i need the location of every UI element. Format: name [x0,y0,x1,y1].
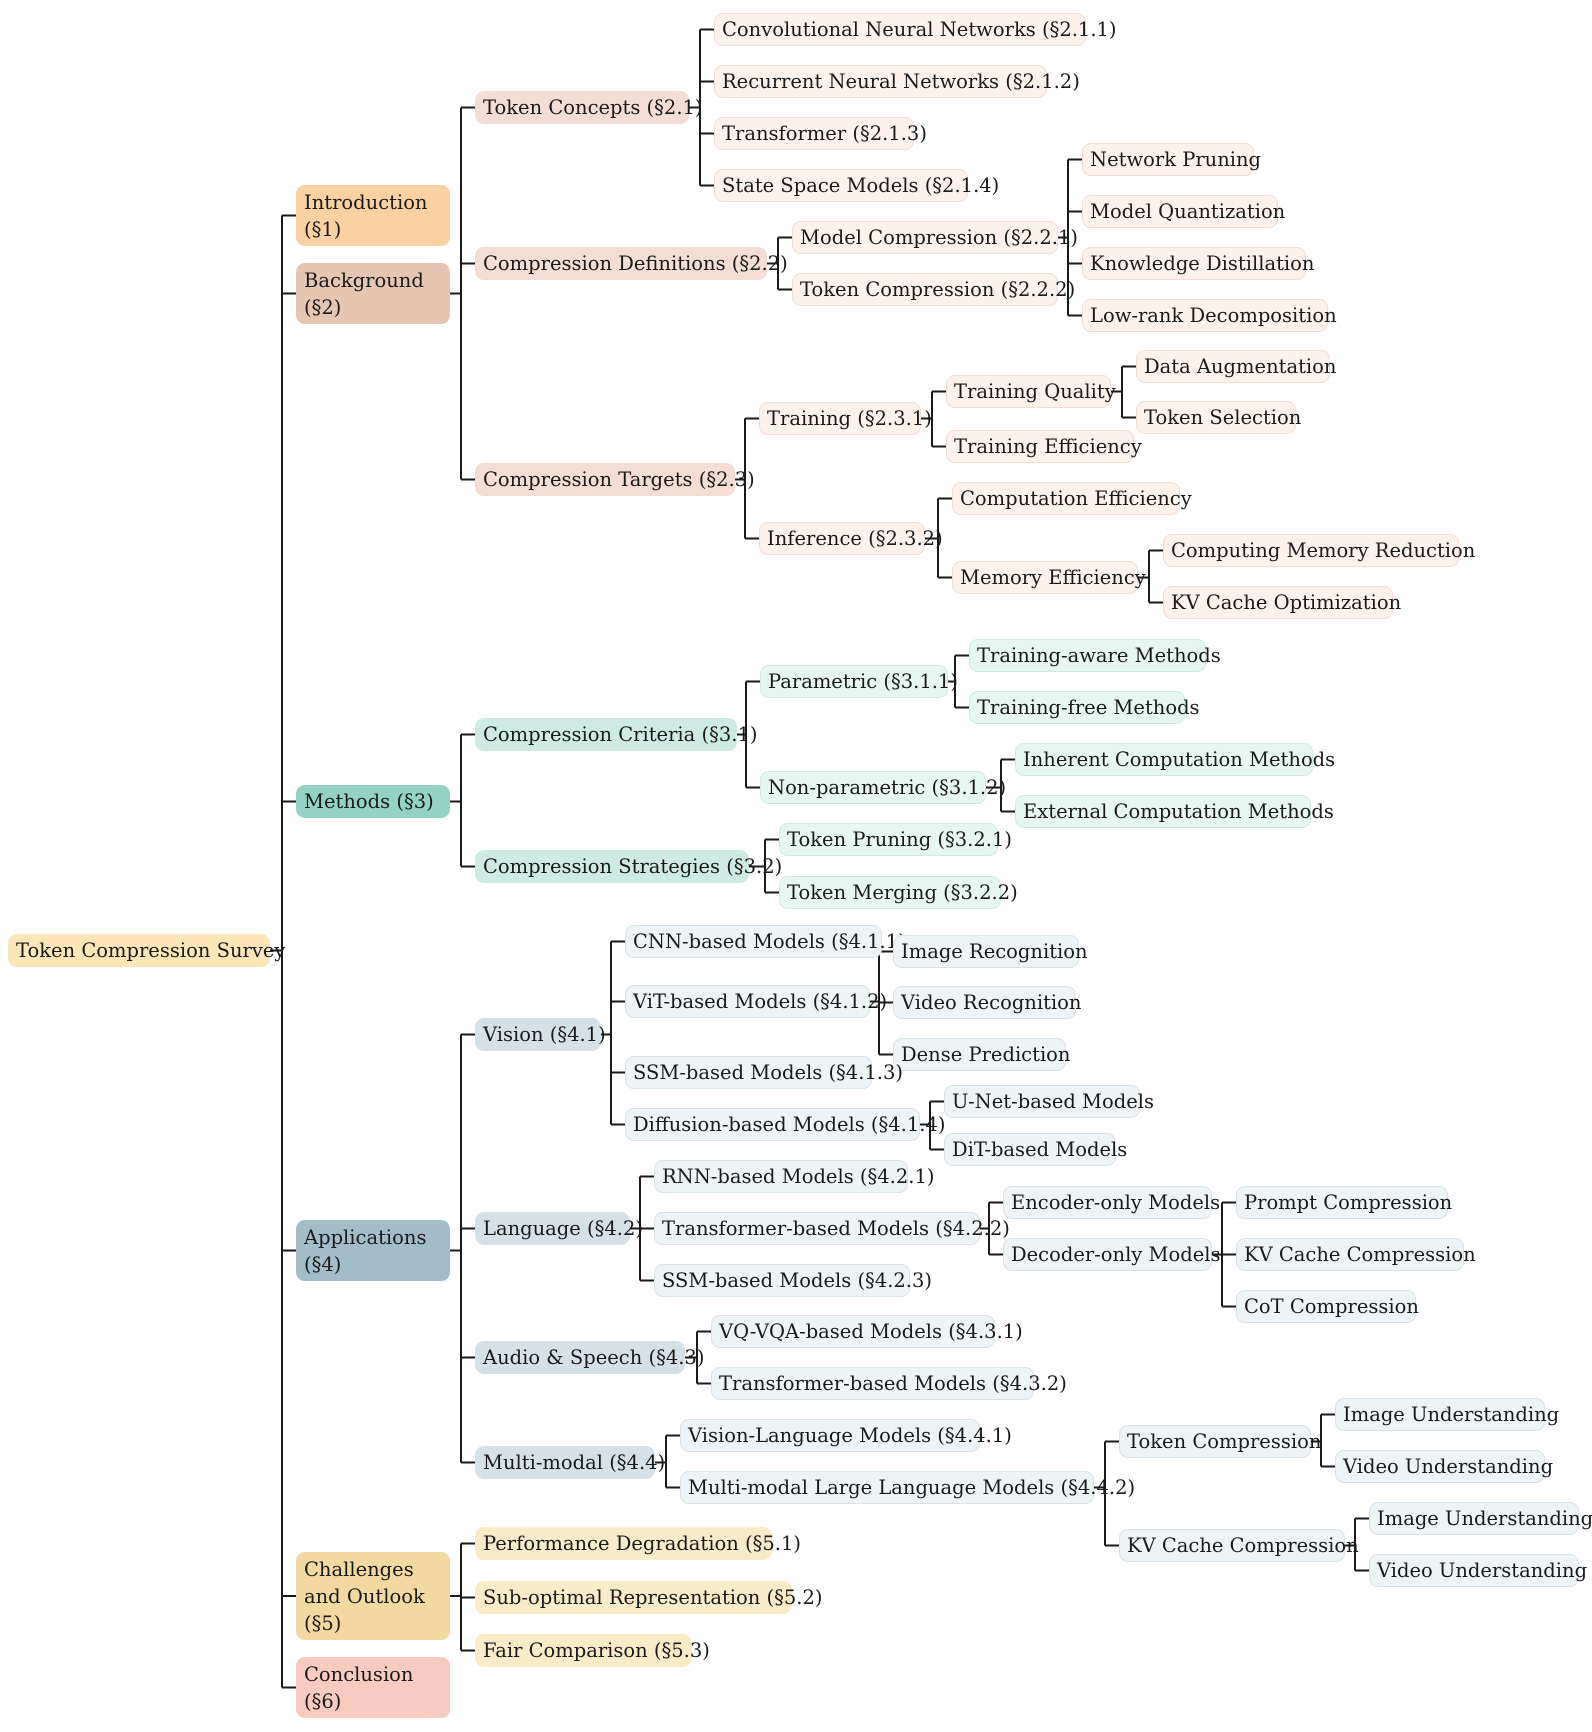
node-multi-modal-4-4: Multi-modal (§4.4) [475,1446,665,1479]
node-external-computation-methods: External Computation Methods [1015,795,1334,828]
node-dense-prediction: Dense Prediction [893,1038,1070,1071]
node-video-understanding: Video Understanding [1335,1450,1553,1483]
node-u-net-based-models: U-Net-based Models [944,1085,1154,1118]
node-cot-compression: CoT Compression [1236,1290,1419,1323]
node-multi-modal-large-language-models-4-4-2: Multi-modal Large Language Models (§4.4.… [680,1471,1135,1504]
node-computing-memory-reduction: Computing Memory Reduction [1163,534,1475,567]
node-transformer-based-models-4-2-2: Transformer-based Models (§4.2.2) [654,1212,1010,1245]
node-compression-definitions-2-2: Compression Definitions (§2.2) [475,247,788,280]
node-video-understanding: Video Understanding [1369,1554,1587,1587]
node-video-recognition: Video Recognition [893,986,1081,1019]
node-token-merging-3-2-2: Token Merging (§3.2.2) [779,876,1018,909]
node-network-pruning: Network Pruning [1082,143,1261,176]
node-rnn-based-models-4-2-1: RNN-based Models (§4.2.1) [654,1160,935,1193]
node-training-efficiency: Training Efficiency [946,430,1142,463]
node-methods-3: Methods (§3) [296,785,450,818]
node-language-4-2: Language (§4.2) [475,1212,643,1245]
node-low-rank-decomposition: Low-rank Decomposition [1082,299,1337,332]
node-token-pruning-3-2-1: Token Pruning (§3.2.1) [779,823,1012,856]
node-transformer-2-1-3: Transformer (§2.1.3) [714,117,927,150]
node-kv-cache-optimization: KV Cache Optimization [1163,586,1401,619]
node-decoder-only-models: Decoder-only Models [1003,1238,1221,1271]
node-kv-cache-compression: KV Cache Compression [1119,1529,1359,1562]
node-computation-efficiency: Computation Efficiency [952,482,1192,515]
node-compression-strategies-3-2: Compression Strategies (§3.2) [475,850,782,883]
node-inherent-computation-methods: Inherent Computation Methods [1015,743,1335,776]
node-background-2: Background (§2) [296,263,450,324]
node-convolutional-neural-networks-2-1-1: Convolutional Neural Networks (§2.1.1) [714,13,1117,46]
node-parametric-3-1-1: Parametric (§3.1.1) [760,665,958,698]
node-dit-based-models: DiT-based Models [944,1133,1127,1166]
node-cnn-based-models-4-1-1: CNN-based Models (§4.1.1) [625,925,906,958]
node-image-understanding: Image Understanding [1335,1398,1559,1431]
node-image-understanding: Image Understanding [1369,1502,1592,1535]
node-diffusion-based-models-4-1-4: Diffusion-based Models (§4.1.4) [625,1108,946,1141]
node-conclusion-6: Conclusion (§6) [296,1657,450,1718]
node-sub-optimal-representation-5-2: Sub-optimal Representation (§5.2) [475,1581,823,1614]
node-inference-2-3-2: Inference (§2.3.2) [759,522,943,555]
node-vision-language-models-4-4-1: Vision-Language Models (§4.4.1) [680,1419,1012,1452]
node-token-selection: Token Selection [1136,401,1301,434]
node-token-compression-2-2-2: Token Compression (§2.2.2) [792,273,1075,306]
node-image-recognition: Image Recognition [893,935,1088,968]
node-challenges-and-outlook-5: Challenges and Outlook (§5) [296,1552,450,1640]
node-kv-cache-compression: KV Cache Compression [1236,1238,1476,1271]
node-performance-degradation-5-1: Performance Degradation (§5.1) [475,1527,801,1560]
node-applications-4: Applications (§4) [296,1220,450,1281]
node-training-free-methods: Training-free Methods [969,691,1200,724]
node-vision-4-1: Vision (§4.1) [475,1018,606,1051]
node-non-parametric-3-1-2: Non-parametric (§3.1.2) [760,771,1006,804]
node-model-compression-2-2-1: Model Compression (§2.2.1) [792,221,1078,254]
node-recurrent-neural-networks-2-1-2: Recurrent Neural Networks (§2.1.2) [714,65,1080,98]
node-state-space-models-2-1-4: State Space Models (§2.1.4) [714,169,999,202]
node-vit-based-models-4-1-2: ViT-based Models (§4.1.2) [625,985,887,1018]
node-transformer-based-models-4-3-2: Transformer-based Models (§4.3.2) [711,1367,1067,1400]
root-node: Token Compression Survey [8,934,285,967]
node-vq-vqa-based-models-4-3-1: VQ-VQA-based Models (§4.3.1) [711,1315,1023,1348]
node-introduction-1: Introduction (§1) [296,185,450,246]
node-fair-comparison-5-3: Fair Comparison (§5.3) [475,1634,710,1667]
node-token-compression: Token Compression [1119,1425,1321,1458]
node-audio-speech-4-3: Audio & Speech (§4.3) [475,1341,704,1374]
node-compression-targets-2-3: Compression Targets (§2.3) [475,463,755,496]
node-data-augmentation: Data Augmentation [1136,350,1336,383]
node-memory-efficiency: Memory Efficiency [952,561,1146,594]
node-training-quality: Training Quality [946,375,1116,408]
node-knowledge-distillation: Knowledge Distillation [1082,247,1314,280]
node-ssm-based-models-4-1-3: SSM-based Models (§4.1.3) [625,1056,903,1089]
node-ssm-based-models-4-2-3: SSM-based Models (§4.2.3) [654,1264,932,1297]
node-training-aware-methods: Training-aware Methods [969,639,1221,672]
node-model-quantization: Model Quantization [1082,195,1285,228]
node-token-concepts-2-1: Token Concepts (§2.1) [475,91,703,124]
node-compression-criteria-3-1: Compression Criteria (§3.1) [475,718,757,751]
node-encoder-only-models: Encoder-only Models [1003,1186,1220,1219]
node-prompt-compression: Prompt Compression [1236,1186,1452,1219]
node-training-2-3-1: Training (§2.3.1) [759,402,932,435]
